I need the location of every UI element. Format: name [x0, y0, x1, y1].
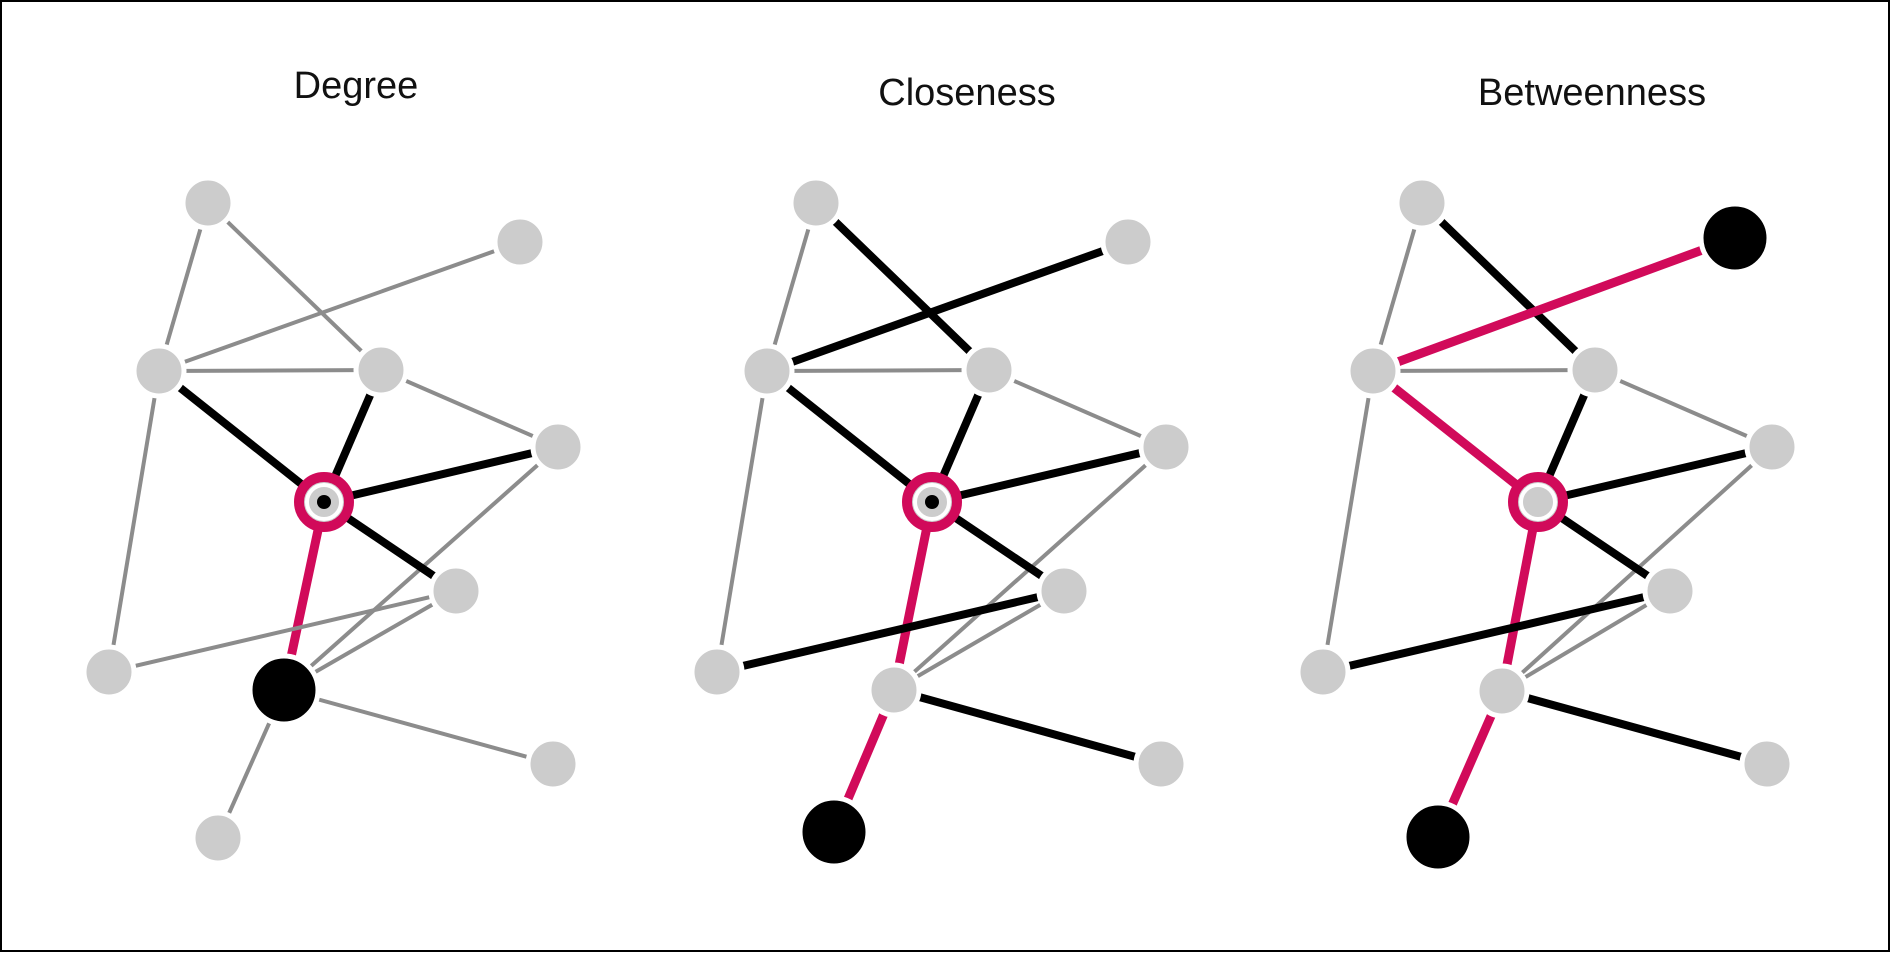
edge-highlighted — [1419, 200, 1598, 373]
node — [353, 342, 409, 398]
edge — [108, 589, 457, 674]
edge-shortest-path — [1371, 233, 1737, 376]
edge-shortest-path — [1497, 501, 1543, 692]
node — [1138, 419, 1194, 475]
node — [1744, 419, 1800, 475]
edge — [1594, 368, 1773, 449]
node — [961, 342, 1017, 398]
edge — [765, 202, 818, 372]
edge-shortest-path — [889, 501, 937, 691]
edge — [715, 370, 769, 673]
node — [428, 563, 484, 619]
node — [1474, 663, 1530, 719]
edge — [1500, 589, 1672, 693]
edge-highlighted — [765, 238, 1130, 375]
closeness-network — [689, 175, 1194, 869]
edge-highlighted — [1322, 587, 1671, 676]
node — [1295, 644, 1351, 700]
node-highlighted — [1698, 201, 1772, 275]
edge-highlighted — [156, 367, 327, 506]
edge-highlighted — [892, 686, 1163, 768]
node — [1642, 563, 1698, 619]
node — [866, 662, 922, 718]
node — [1567, 342, 1623, 398]
edge-highlighted — [813, 200, 992, 373]
edge — [1371, 202, 1424, 372]
edge — [988, 368, 1167, 449]
node — [190, 810, 246, 866]
node-highlighted — [797, 795, 871, 869]
edge — [892, 589, 1066, 692]
edge-shortest-path — [1370, 367, 1541, 506]
node-highlighted — [1401, 800, 1475, 874]
node-highlighted — [247, 653, 321, 727]
edge-highlighted — [931, 443, 1167, 506]
node — [788, 175, 844, 231]
edge-highlighted — [1500, 687, 1769, 768]
edge — [1372, 368, 1596, 373]
node — [739, 343, 795, 399]
edge — [766, 368, 990, 373]
edge — [380, 368, 559, 449]
edge — [158, 240, 521, 373]
node — [1036, 563, 1092, 619]
panel-title-degree: Degree — [293, 65, 419, 107]
edge — [206, 201, 383, 372]
node — [689, 644, 745, 700]
betweenness-network — [1295, 175, 1800, 874]
edge-highlighted — [764, 367, 935, 506]
degree-network — [81, 175, 586, 866]
panel-title-closeness: Closeness — [878, 72, 1056, 114]
node — [81, 644, 137, 700]
edge-highlighted — [716, 587, 1065, 676]
edge — [1321, 370, 1375, 673]
edge-highlighted — [323, 443, 559, 506]
edge — [158, 368, 382, 373]
focus-node-dot — [317, 495, 331, 509]
edge — [157, 202, 210, 372]
node — [1394, 175, 1450, 231]
node — [1100, 214, 1156, 270]
node — [180, 175, 236, 231]
focus-node — [1519, 483, 1557, 521]
node — [525, 736, 581, 792]
panel-title-betweenness: Betweenness — [1477, 72, 1707, 114]
edge — [283, 688, 554, 766]
node — [1739, 736, 1795, 792]
edge-highlighted — [1537, 443, 1773, 506]
node — [1133, 736, 1189, 792]
node — [1345, 343, 1401, 399]
node — [131, 343, 187, 399]
node — [530, 419, 586, 475]
focus-node-dot — [925, 495, 939, 509]
edge — [107, 370, 161, 673]
node — [492, 214, 548, 270]
